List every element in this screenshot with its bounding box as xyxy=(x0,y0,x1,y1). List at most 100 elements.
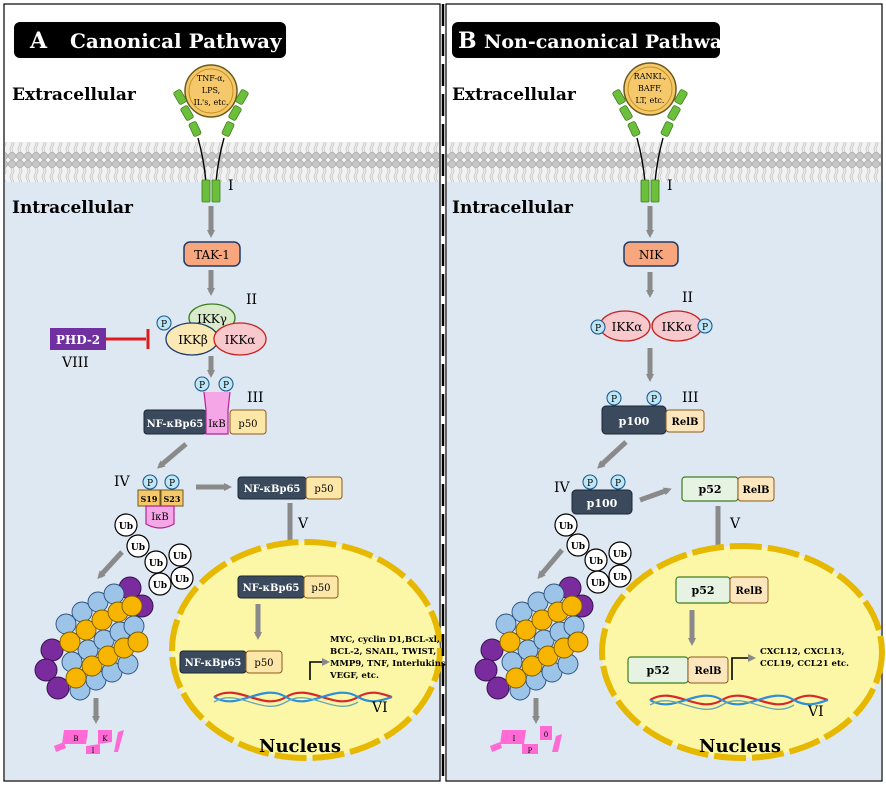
panel-a-ikk-complex: IKKγ IKKβ IKKα P xyxy=(156,303,267,356)
panel-b-p100-p1: P xyxy=(611,395,617,405)
panel-a-letter: A xyxy=(29,28,48,54)
panel-a-ikk-p: P xyxy=(161,320,167,330)
panel-a-phospho-ikb: P P S19 S23 IκB xyxy=(137,474,184,529)
panel-a-p50-label-2: p50 xyxy=(314,484,333,495)
panel-b-nuclear-p52-relb-1: p52 RelB xyxy=(675,576,769,604)
panel-b-step-iv: IV xyxy=(554,480,571,496)
panel-a-ub-5: Ub xyxy=(173,552,187,562)
panel-b-step-ii: II xyxy=(682,290,693,306)
panel-a-nucleus-label: Nucleus xyxy=(259,736,341,757)
panel-b-title: Non-canonical Pathway xyxy=(484,31,734,53)
panel-a-ligand-line-2: LPS, xyxy=(202,86,220,95)
panel-a-extracellular-label: Extracellular xyxy=(12,85,137,105)
panel-b-ikk-p1: P xyxy=(595,324,601,334)
panel-a-nfkb-ikb-p50: P P NF-κBp65 IκB p50 xyxy=(143,376,267,435)
panel-a-ub-chain: Ub Ub Ub Ub Ub Ub xyxy=(114,513,194,596)
panel-b-p52-label-2: p52 xyxy=(692,584,715,597)
panel-a-nfkb-label-3: NF-κBp65 xyxy=(243,583,300,594)
panel-b-ub-4: Ub xyxy=(591,579,605,589)
panel-b-step-v: V xyxy=(729,516,741,532)
panel-a-ikk-beta: IKKβ xyxy=(178,333,208,347)
panel-b-p100-p3: P xyxy=(587,479,593,489)
panel-b-target-genes: CXCL12, CXCL13, CCL19, CCL21 etc. xyxy=(760,647,849,669)
panel-b-step-i: I xyxy=(667,178,673,194)
panel-a-step-viii: VIII xyxy=(61,355,89,371)
panel-b-ub-6: Ub xyxy=(613,573,627,583)
panel-b-arrow-proteasome xyxy=(537,548,564,580)
panel-a-ikb-p1: P xyxy=(199,381,205,391)
panel-b-fragments: I P 0 xyxy=(490,726,562,755)
panel-b-extracellular-label: Extracellular xyxy=(452,85,577,105)
panel-a-step-i: I xyxy=(228,178,234,194)
panel-b-nuclear-p52-relb-2: p52 RelB xyxy=(627,656,729,684)
panel-b-p100-relb: P P p100 RelB xyxy=(601,390,705,435)
panel-a-dna xyxy=(213,658,393,708)
panel-b-dna xyxy=(649,654,829,711)
panel-a-ikb-label-2: IκB xyxy=(151,512,169,523)
panel-b-ub-2: Ub xyxy=(571,542,585,552)
panel-b-fragment-3: 0 xyxy=(544,731,548,739)
panel-a-phd2-label: PHD-2 xyxy=(56,333,100,347)
panel-b-genes-line-1: CXCL12, CXCL13, xyxy=(760,647,844,657)
panel-a-nfkb-label-4: NF-κBp65 xyxy=(185,658,242,669)
panel-b-ub-5: Ub xyxy=(613,550,627,560)
panel-b-receptor: RANKL, BAFF, LT, etc. xyxy=(612,62,688,203)
panel-a-s23-p: P xyxy=(169,479,175,489)
panel-b-nucleus-label: Nucleus xyxy=(699,736,781,757)
panel-a-genes-line-3: MMP9, TNF, Interlukins, xyxy=(330,659,449,669)
panel-a-s23: S23 xyxy=(164,494,181,504)
panel-b-title-bar: B Non-canonical Pathway xyxy=(452,22,734,58)
panel-b-p52-label-3: p52 xyxy=(647,664,670,677)
panel-a-tak1: TAK-1 xyxy=(183,241,241,267)
panel-b-fragment-2: P xyxy=(528,747,533,755)
panel-a-fragment-1: B xyxy=(73,735,78,743)
panel-a-ligand-line-1: TNF-α, xyxy=(197,74,225,83)
panel-b-nik: NIK xyxy=(623,241,679,267)
panel-a-step-iv: IV xyxy=(114,474,131,490)
panel-b-free-p52-relb: p52 RelB xyxy=(681,476,775,502)
panel-a-arrow-nfkb-ikb xyxy=(156,442,188,469)
panel-a-free-nfkb: NF-κBp65 p50 xyxy=(237,476,343,500)
panel-a-nfkb-label-2: NF-κBp65 xyxy=(244,484,301,495)
panel-b-ikk-alpha-1: IKKα xyxy=(612,320,643,334)
panel-a-ikk-alpha: IKKα xyxy=(225,333,256,347)
panel-a-step-iii: III xyxy=(247,390,264,406)
panel-b: B Non-canonical Pathway Extracellular In… xyxy=(445,3,885,782)
panel-a-arrow-proteasome xyxy=(97,550,124,579)
panel-b-relb-label-2: RelB xyxy=(743,485,770,496)
panel-b-arrow-p100-process xyxy=(597,440,628,469)
panel-b-p100-p4: P xyxy=(615,479,621,489)
panel-a-fragment-3: I xyxy=(92,747,95,755)
panel-a-nuclear-nfkb-2: NF-κBp65 p50 xyxy=(179,650,283,674)
panel-b-ikk-p2: P xyxy=(702,323,708,333)
panel-a-step-vi: VI xyxy=(371,700,388,716)
panel-b-phospho-p100: P P p100 xyxy=(571,474,633,515)
panel-a-fragment-2: K xyxy=(102,735,108,743)
panel-b-ligand-line-3: LT, etc. xyxy=(636,96,665,105)
panel-a-title-bar: A Canonical Pathway xyxy=(14,22,286,58)
panel-b-p100-label-1: p100 xyxy=(619,415,650,428)
panel-a-ub-3: Ub xyxy=(149,559,163,569)
panel-a-genes-line-1: MYC, cyclin D1,BCL-xl, xyxy=(330,635,440,645)
panel-a-p50-label-3: p50 xyxy=(311,583,330,594)
panel-b-ub-1: Ub xyxy=(559,522,573,532)
panel-b-intracellular-label: Intracellular xyxy=(452,198,574,218)
panel-a-ikb-label-1: IκB xyxy=(208,419,226,430)
panel-a-ligand-line-3: IL's, etc. xyxy=(194,98,229,107)
panel-a-ikk-gamma: IKKγ xyxy=(197,312,227,326)
panel-b-ub-3: Ub xyxy=(589,557,603,567)
panel-a-genes-line-4: VEGF, etc. xyxy=(329,671,379,681)
panel-b-letter: B xyxy=(458,28,477,54)
panel-b-relb-label-3: RelB xyxy=(736,586,763,597)
panel-b-membrane xyxy=(447,142,881,182)
panel-a-nfkb-label-1: NF-κBp65 xyxy=(147,419,204,430)
panel-b-nik-label: NIK xyxy=(639,248,664,262)
panel-b-p100-p2: P xyxy=(651,395,657,405)
panel-a-p50-label-4: p50 xyxy=(254,658,273,669)
panel-a-fragments: B K I xyxy=(54,730,124,755)
panel-a-title: Canonical Pathway xyxy=(70,29,283,53)
panel-b-ub-chain: Ub Ub Ub Ub Ub Ub xyxy=(554,513,632,594)
panel-b-genes-line-2: CCL19, CCL21 etc. xyxy=(760,659,849,669)
